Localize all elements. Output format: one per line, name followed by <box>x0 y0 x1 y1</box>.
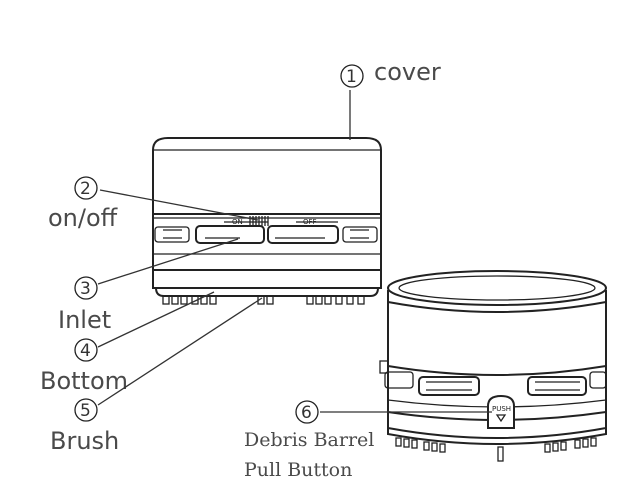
front-view-device: ON OFF <box>152 137 382 305</box>
callout-1-number: 1 <box>346 67 357 87</box>
switch-off-marking: OFF <box>303 218 317 226</box>
callout-4-leader <box>97 291 215 348</box>
angled-vent-left-edge <box>384 371 414 389</box>
angled-cover-inner <box>398 275 596 301</box>
switch-on-marking: ON <box>232 218 243 226</box>
callout-3-leader <box>97 238 239 285</box>
angled-bottom-skirt <box>387 428 607 445</box>
callout-6-label-line1: Debris Barrel <box>244 429 374 451</box>
callout-6-number: 6 <box>301 403 312 423</box>
callout-4-number: 4 <box>80 341 91 361</box>
front-brush-feet <box>162 295 365 305</box>
callout-2-leader <box>99 189 259 221</box>
front-inlet-slot-left <box>195 225 265 244</box>
callout-4-circle <box>74 338 98 362</box>
callout-brush: 5 Brush <box>50 297 263 455</box>
callout-3-number: 3 <box>80 279 91 299</box>
callout-2-circle <box>74 176 98 200</box>
callout-6-label-line2: Pull Button <box>244 459 352 481</box>
angled-inlet-slot-left <box>418 376 480 396</box>
angled-view-device: PUSH <box>379 270 607 462</box>
callout-5-number: 5 <box>80 401 91 421</box>
angled-brush-feet <box>395 437 597 462</box>
angled-cover-rim <box>387 301 607 313</box>
angled-band-top <box>387 365 607 376</box>
front-inlet-slot-right <box>267 225 339 244</box>
callout-3-circle <box>74 276 98 300</box>
front-vent-right <box>342 226 378 243</box>
front-bottom-skirt <box>154 287 380 297</box>
callout-5-label: Brush <box>50 427 119 455</box>
callout-bottom: 4 Bottom <box>40 291 215 395</box>
push-button-marking: PUSH <box>492 405 511 413</box>
callout-1-circle <box>340 64 364 88</box>
callout-1-label: cover <box>374 58 441 86</box>
callout-cover: 1 cover <box>340 58 441 140</box>
callout-6-circle <box>295 400 319 424</box>
callout-2-label: on/off <box>48 204 118 232</box>
callout-debris-barrel: 6 Debris Barrel Pull Button <box>244 400 492 481</box>
callout-inlet: 3 Inlet <box>58 238 239 334</box>
angled-switch-tab[interactable] <box>379 360 389 374</box>
angled-inlet-slot-right <box>527 376 587 396</box>
callout-2-number: 2 <box>80 179 91 199</box>
callout-5-leader <box>97 297 263 406</box>
callout-4-label: Bottom <box>40 367 128 395</box>
angled-vent-right-edge <box>589 371 607 389</box>
callout-on-off: 2 on/off <box>48 176 259 232</box>
front-switch[interactable] <box>224 216 338 226</box>
callout-3-label: Inlet <box>58 306 111 334</box>
angled-body-outline <box>387 290 607 439</box>
debris-barrel-pull-button[interactable]: PUSH <box>487 394 515 429</box>
callout-5-circle <box>74 398 98 422</box>
angled-cover-top <box>387 270 607 306</box>
front-vent-left <box>154 226 190 243</box>
